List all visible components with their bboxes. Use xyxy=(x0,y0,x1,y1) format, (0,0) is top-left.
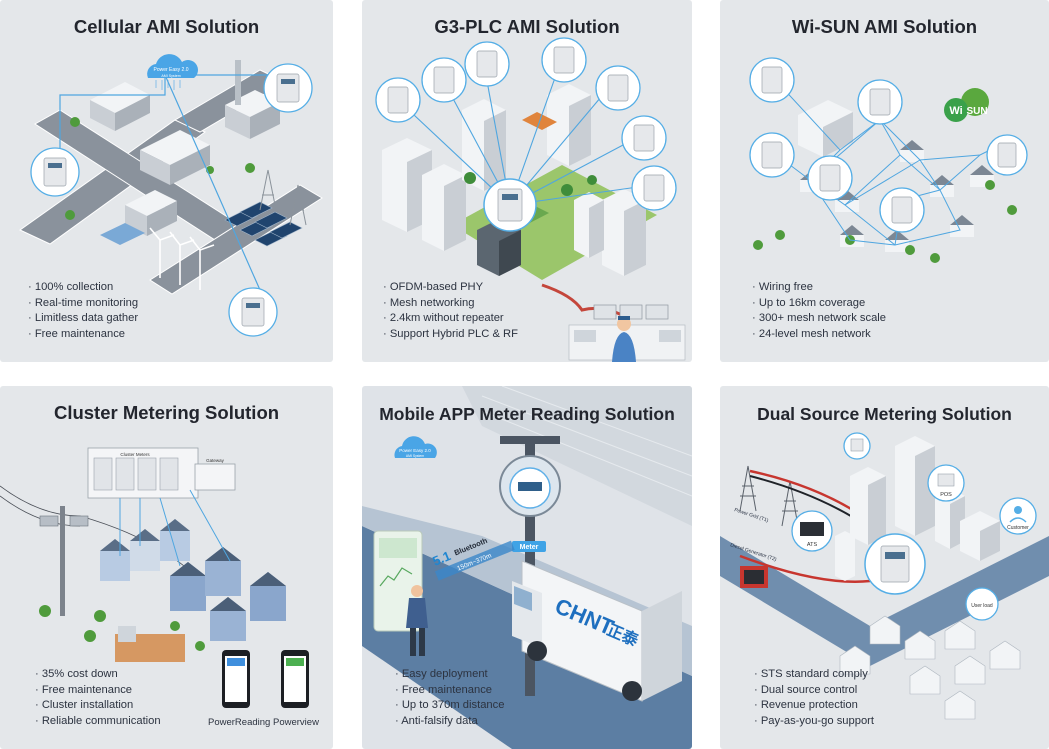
feature-list: 100% collection Real-time monitoring Lim… xyxy=(28,280,138,342)
wi-sun-logo: Wi SUN xyxy=(944,88,989,122)
feature-item: Anti-falsify data xyxy=(395,714,504,730)
feature-list: STS standard comply Dual source control … xyxy=(754,667,874,729)
cloud-icon xyxy=(147,54,198,78)
feature-item: Support Hybrid PLC & RF xyxy=(383,327,518,343)
feature-item: 2.4km without repeater xyxy=(383,311,518,327)
feature-list: 35% cost down Free maintenance Cluster i… xyxy=(35,667,161,729)
feature-item: 24-level mesh network xyxy=(752,327,886,343)
panel-dual-source-metering: ATS POS Customer User load Power Grid (T… xyxy=(720,386,1049,749)
power-grid-label: Power Grid (T1) xyxy=(733,507,769,524)
panel-mobile-app-reading: Meter 5.1 Bluetooth 150m~370m CHNT 正泰 Po… xyxy=(362,386,692,749)
feature-item: Pay-as-you-go support xyxy=(754,714,874,730)
feature-item: Real-time monitoring xyxy=(28,296,138,312)
cloud-sublabel: AMI System xyxy=(406,454,424,458)
feature-item: Free maintenance xyxy=(35,683,161,699)
user-load-label: User load xyxy=(971,603,993,609)
panel-title: Dual Source Metering Solution xyxy=(757,404,1012,424)
feature-list: Wiring free Up to 16km coverage 300+ mes… xyxy=(752,280,886,342)
feature-item: Free maintenance xyxy=(28,327,138,343)
feature-item: Up to 370m distance xyxy=(395,698,505,714)
pos-label: POS xyxy=(940,492,952,498)
feature-item: 35% cost down xyxy=(35,667,161,683)
wi-sun-illustration: Wi SUN xyxy=(749,57,1028,263)
g3-plc-illustration xyxy=(375,37,686,362)
mobile-app-illustration: Meter 5.1 Bluetooth 150m~370m CHNT 正泰 Po… xyxy=(362,386,692,749)
feature-item: Limitless data gather xyxy=(28,311,138,327)
feature-item: Reliable communication xyxy=(35,714,161,730)
feature-item: Mesh networking xyxy=(383,296,518,312)
cluster-meters-label: Cluster Meters xyxy=(120,452,150,457)
panel-title: Cluster Metering Solution xyxy=(53,402,280,423)
cloud-sublabel: AMI System xyxy=(161,74,180,78)
sun-label: SUN xyxy=(966,106,987,117)
panel-title: Wi-SUN AMI Solution xyxy=(791,16,978,37)
bluetooth-version: 5.1 xyxy=(430,548,452,569)
feature-item: 300+ mesh network scale xyxy=(752,311,886,327)
feature-item: STS standard comply xyxy=(754,667,874,683)
meter-tag: Meter xyxy=(520,544,539,551)
feature-item: Free maintenance xyxy=(395,683,504,699)
feature-item: 100% collection xyxy=(28,280,138,296)
feature-item: OFDM-based PHY xyxy=(383,280,518,296)
feature-list: Easy deployment Free maintenance Up to 3… xyxy=(395,667,504,729)
feature-item: Wiring free xyxy=(752,280,886,296)
gateway-label: Gateway xyxy=(206,458,225,463)
feature-item: Revenue protection xyxy=(754,698,874,714)
ats-label: ATS xyxy=(807,542,818,548)
panel-cellular-ami: Power Easy 2.0 AMI System Cellular AMI S… xyxy=(0,0,333,362)
app-label-powerreading: PowerReading xyxy=(208,717,271,728)
panel-title: Mobile APP Meter Reading Solution xyxy=(379,404,675,424)
panel-wi-sun-ami: Wi SUN Wi-SUN AMI Solution Wiring free U… xyxy=(720,0,1049,362)
panel-g3-plc-ami: G3-PLC AMI Solution OFDM-based PHY Mesh … xyxy=(362,0,692,362)
app-label-powerview: Powerview xyxy=(273,717,319,728)
feature-item: Easy deployment xyxy=(395,667,504,683)
feature-item: Cluster installation xyxy=(35,698,161,714)
dual-source-illustration: ATS POS Customer User load Power Grid (T… xyxy=(720,432,1049,720)
panel-title: G3-PLC AMI Solution xyxy=(434,16,620,37)
panel-cluster-metering: Cluster Meters Gateway Cluster Metering … xyxy=(0,386,333,749)
cellular-ami-illustration: Power Easy 2.0 AMI System xyxy=(19,54,323,337)
customer-label: Customer xyxy=(1007,525,1029,531)
feature-item: Dual source control xyxy=(754,683,874,699)
feature-item: Up to 16km coverage xyxy=(752,296,886,312)
panel-title: Cellular AMI Solution xyxy=(73,16,260,37)
wi-label: Wi xyxy=(949,105,962,117)
cluster-metering-illustration: Cluster Meters Gateway xyxy=(0,447,309,708)
cloud-label: Power Easy 2.0 xyxy=(153,67,188,73)
cloud-label: Power Easy 2.0 xyxy=(399,448,431,453)
feature-list: OFDM-based PHY Mesh networking 2.4km wit… xyxy=(383,280,518,342)
